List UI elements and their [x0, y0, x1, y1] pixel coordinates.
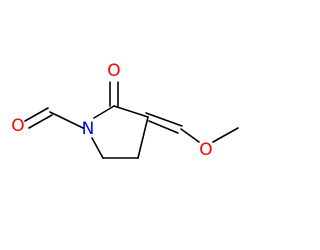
nitrogen-carbonyl-bond	[93, 105, 115, 119]
ketone-oxygen-label: O	[107, 61, 120, 81]
methoxy-methyl-bond	[212, 127, 239, 143]
c5-nitrogen-bond	[91, 137, 104, 159]
structure-canvas: O N O O	[11, 61, 239, 160]
carbonyl-c3-bond	[113, 105, 149, 118]
methoxy-oxygen-label: O	[199, 140, 212, 160]
ring-nitrogen-label: N	[82, 119, 95, 139]
formyl-carbon-nitrogen-bond	[49, 111, 84, 129]
methine-oxygen-bond	[180, 128, 200, 143]
formyl-double-bond-a	[24, 107, 49, 122]
formyl-oxygen-label: O	[11, 116, 24, 136]
exocyclic-double-bond-b	[148, 120, 179, 134]
formyl-double-bond-b	[28, 114, 53, 129]
exocyclic-double-bond-a	[145, 112, 183, 127]
molecule-structure: O N O O	[11, 61, 239, 160]
c3-c4-bond	[137, 116, 149, 159]
